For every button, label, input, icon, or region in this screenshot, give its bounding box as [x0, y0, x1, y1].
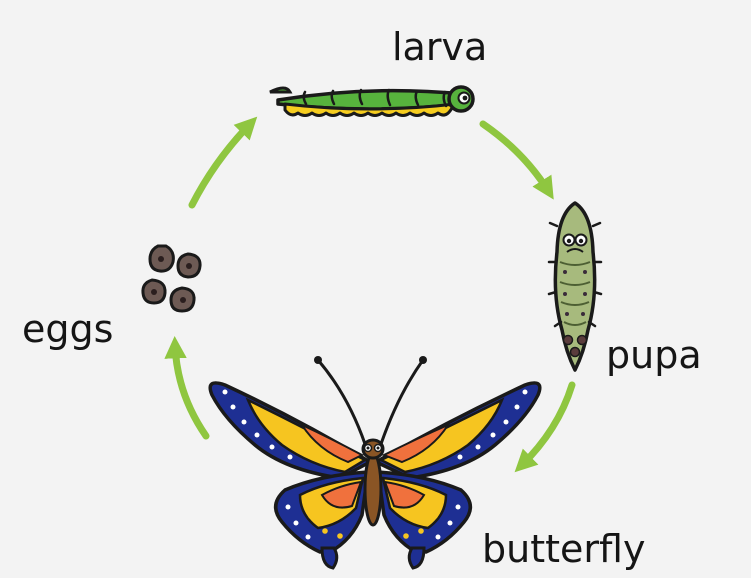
stage-label-larva: larva [392, 28, 487, 66]
pupa-icon [549, 203, 601, 370]
arrow-larva-to-pupa [483, 124, 549, 192]
stage-label-pupa: pupa [606, 336, 702, 374]
arrow-eggs-to-larva [192, 123, 251, 205]
arrow-butterfly-to-eggs [175, 345, 206, 436]
stage-label-butterfly: butterfly [482, 530, 645, 568]
stage-label-eggs: eggs [22, 310, 113, 348]
larva-icon [270, 87, 473, 116]
eggs-icon [143, 246, 200, 311]
